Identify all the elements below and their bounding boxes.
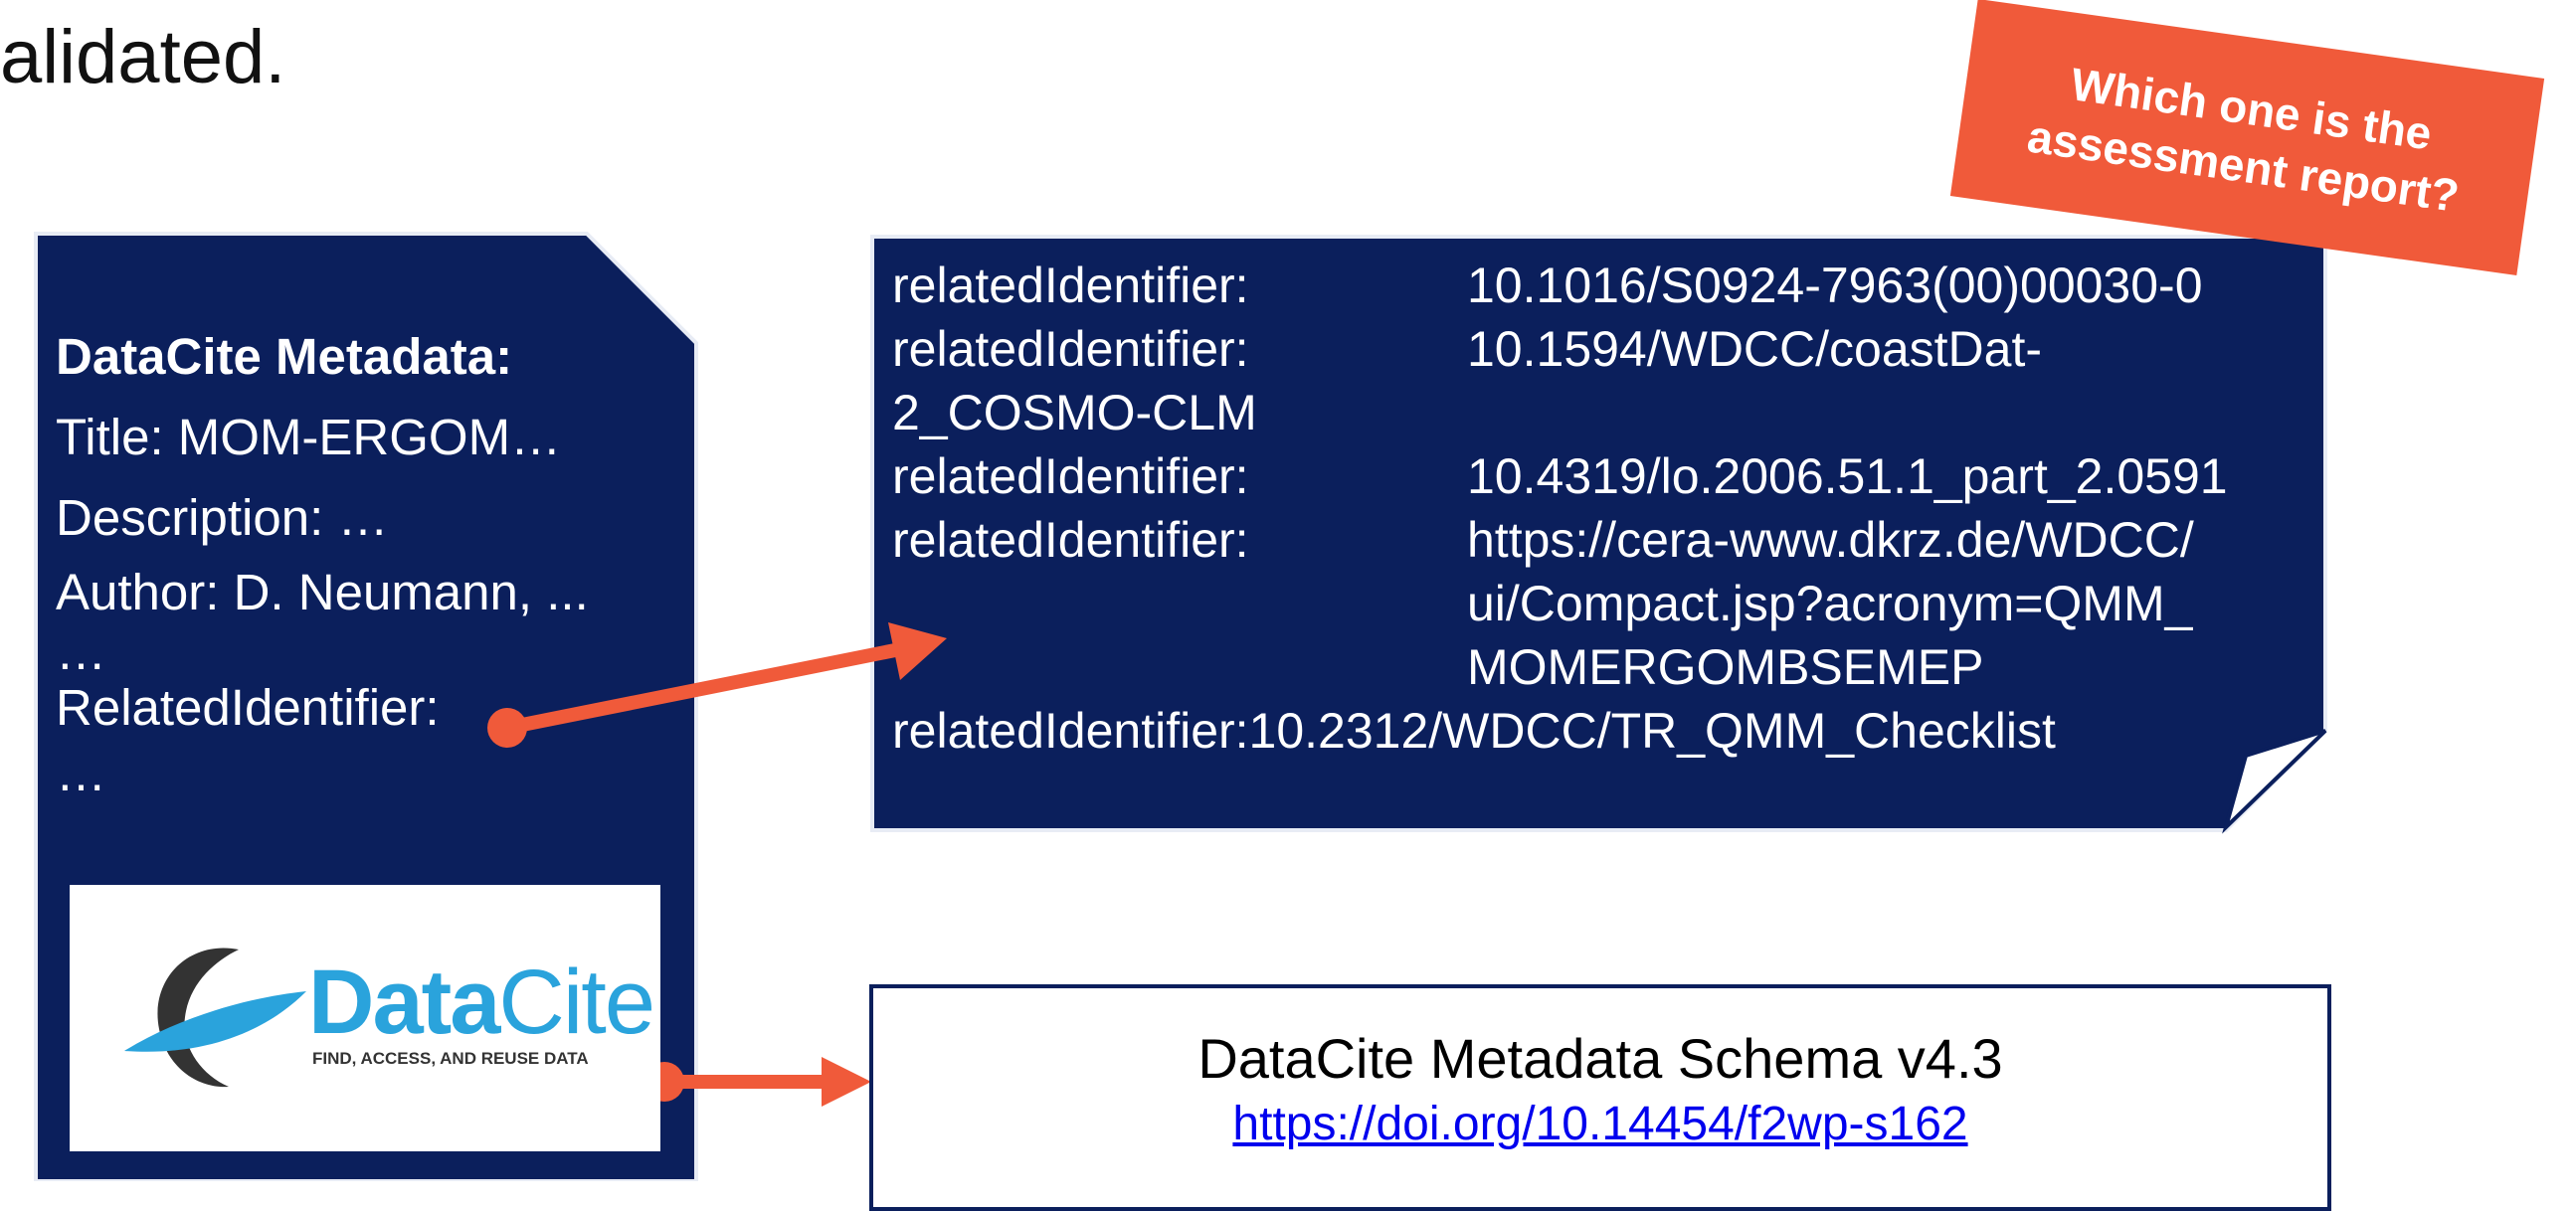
arrowhead-schema: [822, 1057, 871, 1107]
related-key: relatedIdentifier:: [892, 448, 1249, 504]
related-value: ui/Compact.jsp?acronym=QMM_: [1467, 576, 2193, 631]
related-value: 10.1594/WDCC/coastDat-: [1467, 321, 2043, 377]
related-identifiers-list: relatedIdentifier: 10.1016/S0924-7963(00…: [892, 254, 2228, 763]
datacite-tagline: FIND, ACCESS, AND REUSE DATA: [312, 1049, 589, 1068]
related-row: relatedIdentifier: 10.1594/WDCC/coastDat…: [892, 317, 2228, 381]
related-key: relatedIdentifier:: [892, 512, 1249, 568]
metadata-line: RelatedIdentifier:: [56, 679, 440, 736]
metadata-card-text: DataCite Metadata: Title: MOM-ERGOM… Des…: [56, 316, 589, 808]
related-row: MOMERGOMBSEMEP: [892, 635, 2228, 699]
datacite-logo: DataCite FIND, ACCESS, AND REUSE DATA: [70, 885, 660, 1151]
metadata-line: Description: …: [56, 489, 389, 546]
related-row: 2_COSMO-CLM: [892, 381, 2228, 444]
related-value: 10.1016/S0924-7963(00)00030-0: [1467, 258, 2203, 313]
related-key: [892, 572, 1467, 635]
related-value: 10.4319/lo.2006.51.1_part_2.0591: [1467, 448, 2228, 504]
related-row: relatedIdentifier: 10.1016/S0924-7963(00…: [892, 254, 2228, 317]
schema-box: DataCite Metadata Schema v4.3 https://do…: [869, 984, 2331, 1211]
metadata-line: Author: D. Neumann, ...: [56, 564, 589, 620]
page-curl-fold: [2222, 729, 2327, 834]
related-key: relatedIdentifier:: [892, 258, 1249, 313]
metadata-card-title: DataCite Metadata:: [56, 328, 513, 385]
related-key: [892, 635, 1467, 699]
related-row: relatedIdentifier: 10.4319/lo.2006.51.1_…: [892, 444, 2228, 508]
datacite-logo-mark-icon: [124, 948, 306, 1088]
related-key: relatedIdentifier:: [892, 321, 1249, 377]
datacite-wordmark: DataCite: [308, 956, 655, 1048]
schema-title: DataCite Metadata Schema v4.3: [1197, 1027, 2003, 1090]
arrowhead-related: [888, 622, 947, 680]
related-row: ui/Compact.jsp?acronym=QMM_: [892, 572, 2228, 635]
wordmark-cite: Cite: [498, 952, 655, 1053]
metadata-line: …: [56, 623, 106, 680]
related-last-line: relatedIdentifier:10.2312/WDCC/TR_QMM_Ch…: [892, 703, 2056, 759]
slide-heading-fragment: alidated.: [0, 15, 286, 99]
related-row: relatedIdentifier: https://cera-www.dkrz…: [892, 508, 2228, 572]
related-value: MOMERGOMBSEMEP: [1467, 639, 1984, 695]
arrow-to-related-card: [500, 643, 902, 735]
related-key: 2_COSMO-CLM: [892, 385, 1257, 440]
metadata-line: …: [56, 745, 106, 801]
metadata-line: Title: MOM-ERGOM…: [56, 409, 562, 465]
wordmark-data: Data: [308, 952, 500, 1053]
schema-doi-link[interactable]: https://doi.org/10.14454/f2wp-s162: [1232, 1098, 1968, 1150]
related-value: https://cera-www.dkrz.de/WDCC/: [1467, 512, 2194, 568]
arrow-origin-dot-related: [487, 708, 527, 748]
